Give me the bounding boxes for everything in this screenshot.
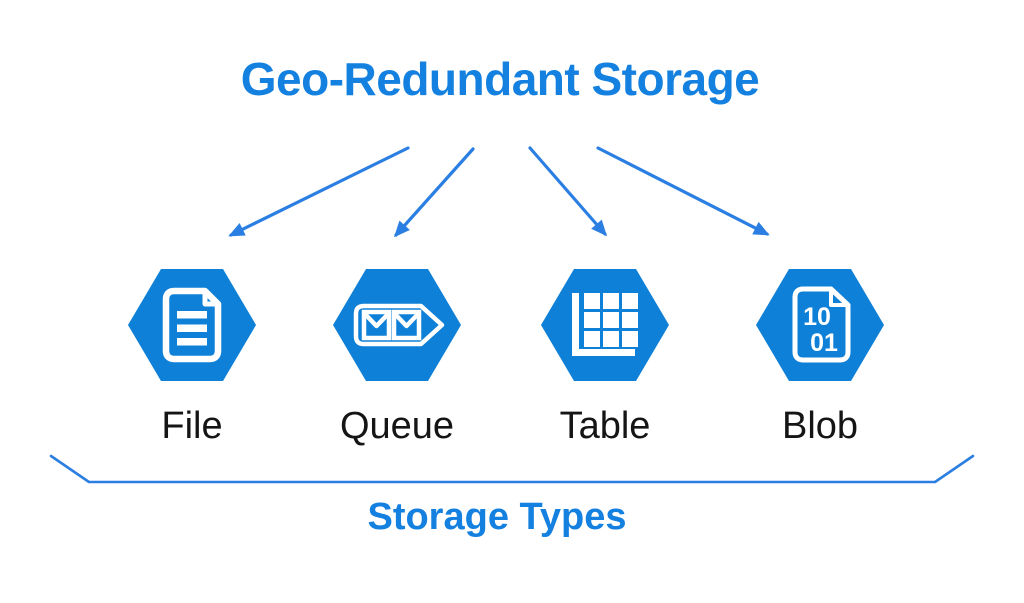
queue-label: Queue [339,405,455,447]
storage-item-table: Table [525,268,685,448]
page-title: Geo-Redundant Storage [240,53,760,105]
table-label: Table [559,405,651,447]
table-grid-icon [541,269,669,381]
storage-item-queue: Queue [317,268,477,448]
blob-binary-document-icon: 10 01 [756,269,884,381]
blob-label: Blob [781,405,859,447]
queue-messages-icon [333,269,461,381]
footer-label: Storage Types [367,496,627,538]
arrow-to-table [528,146,607,237]
storage-item-file: File [112,268,272,448]
blob-binary-text-line1: 10 [803,303,831,331]
storage-item-blob: 10 01 Blob [740,268,900,448]
arrow-to-queue [393,147,475,238]
arrow-to-file [228,146,410,237]
blob-binary-text-line2: 01 [810,329,838,357]
arrow-to-blob [596,146,770,236]
file-document-icon [128,269,256,381]
file-label: File [161,405,223,447]
